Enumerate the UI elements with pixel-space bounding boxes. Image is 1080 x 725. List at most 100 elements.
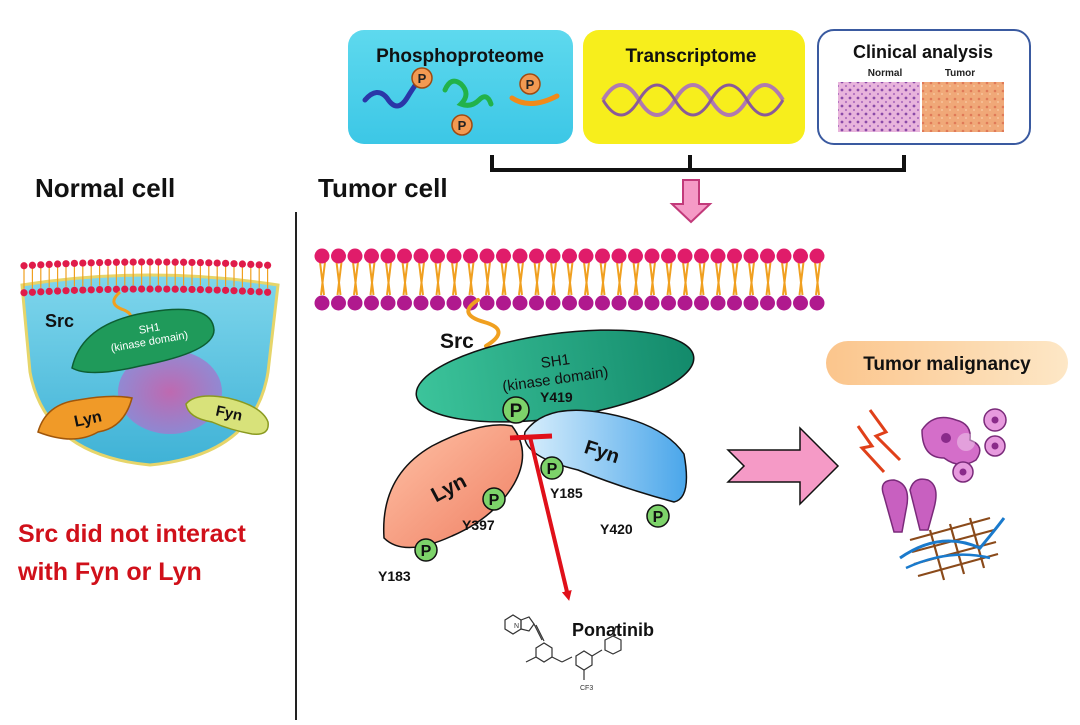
lipid-head [793,295,808,311]
lipid-head [96,259,104,267]
lipid-head [496,248,511,264]
svg-text:P: P [418,71,427,86]
lipid-head [578,248,594,264]
lipid-head [28,288,36,296]
lipid-head [264,261,272,269]
y419-label: Y419 [540,389,573,405]
lipid-head [54,287,62,295]
normal-note-line-1: Src did not interact [18,520,246,548]
phospho-marker: P [411,67,433,89]
tumor-cell-heading: Tumor cell [318,173,448,203]
phospho-site-y185: P [540,456,564,480]
lipid-head [255,261,263,269]
lipid-head [529,295,544,311]
structure-cf3: CF3 [580,685,593,692]
lipid-head [87,259,95,267]
lipid-head [430,295,445,311]
lipid-head [87,286,95,294]
lipid-head [578,295,594,311]
lipid-head [171,285,179,293]
panels-bracket [490,155,906,172]
lipid-head [562,295,577,311]
lipid-head [154,258,162,266]
lipid-head [163,258,171,266]
lipid-head [146,285,154,293]
lipid-head [463,248,478,264]
malignancy-illustration [856,408,1007,581]
y185-label: Y185 [550,485,583,501]
lipid-head [230,287,238,295]
fyn-protein [185,395,269,435]
normal-histology-image [838,82,920,132]
tumor-lyn-protein: Lyn [382,424,524,549]
lipid-head [264,288,272,296]
lipid-head [138,258,146,266]
lipid-head [20,262,28,270]
lipid-head [37,288,45,296]
migrating-cell [909,478,937,531]
phospho-site-y420: P [646,504,670,528]
lipid-head [661,295,676,311]
lipid-head [595,248,610,264]
lipid-head [743,295,759,311]
lipid-head [710,248,726,264]
lipid-head [611,295,627,311]
lipid-head [37,261,45,269]
svg-text:P: P [489,492,500,509]
lipid-head [112,258,120,266]
progression-arrow [726,426,840,506]
lipid-head [809,295,825,311]
tumor-src-anchor [466,298,501,348]
lipid-head [644,248,660,264]
transcriptome-panel: Transcriptome [583,30,805,144]
cell-membrane [20,258,272,297]
phospho-marker: P [519,73,541,95]
lipid-head [496,295,511,311]
svg-text:P: P [458,118,467,133]
normal-fyn-label: Fyn [214,403,244,425]
lipid-head [364,295,379,311]
normal-label: Normal [868,68,903,79]
lipid-head [743,248,759,264]
svg-text:P: P [547,461,558,478]
lipid-head [397,295,412,311]
lipid-head [793,248,808,264]
ponatinib-structure [504,614,622,680]
tumor-fyn-protein: Fyn [523,409,688,503]
lipid-head [446,295,462,311]
lipid-head [347,295,363,311]
lipid-head [430,248,445,264]
peptide-green [442,78,494,108]
lipid-head [70,286,78,294]
lipid-head [364,248,379,264]
phosphoproteome-panel: Phosphoproteome P P P [348,30,573,144]
drug-label: Ponatinib [572,620,654,640]
normal-lyn-label: Lyn [73,408,104,430]
lipid-head [205,286,213,294]
lipid-head [163,285,171,293]
tumor-membrane [314,248,825,311]
lipid-head [45,287,53,296]
lipid-head [314,295,330,311]
lyn-protein [37,395,133,440]
lipid-head [180,258,188,266]
lipid-head [79,259,87,267]
lipid-head [314,248,330,264]
lipid-head [463,295,478,311]
phospho-site-y183: P [414,538,438,562]
lipid-head [205,259,213,267]
lipid-head [512,295,528,311]
lipid-head [146,258,154,266]
lipid-head [694,248,709,264]
lipid-head [397,248,412,264]
lipid-head [196,286,204,294]
lipid-head [760,248,775,264]
lipid-head [545,248,561,264]
lipid-head [196,259,204,267]
lightning-1 [868,409,902,462]
lipid-head [776,295,792,311]
lipid-head [188,285,196,294]
lipid-head [331,248,346,264]
clinical-panel: Clinical analysis Normal Tumor [817,29,1031,145]
lipid-head [380,248,396,264]
